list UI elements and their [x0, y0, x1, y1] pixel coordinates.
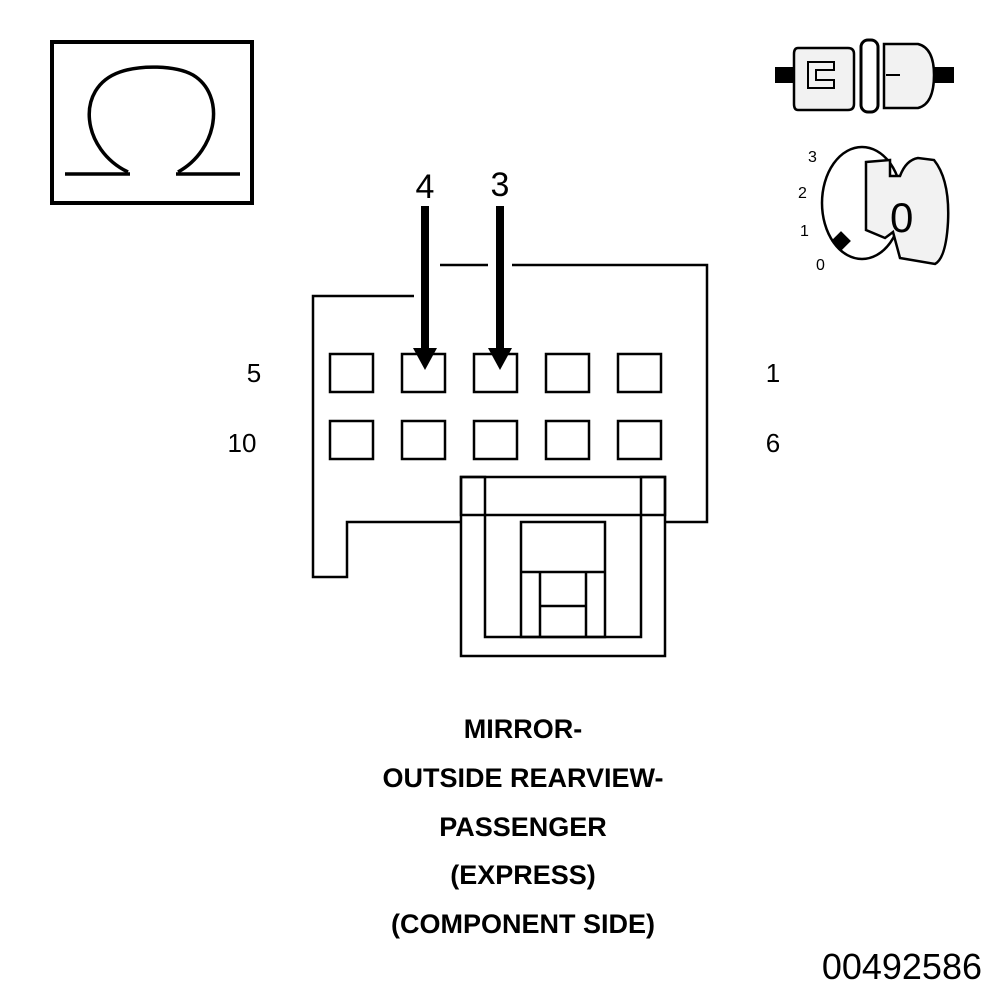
caption-line-4: (EXPRESS) [450, 860, 596, 890]
pin-9 [400, 419, 447, 461]
pin-8 [472, 419, 519, 461]
row-label-top-right: 1 [766, 358, 780, 388]
ignition-key-icon: 3 2 1 0 0 [798, 145, 950, 274]
pin-6 [616, 419, 663, 461]
caption-line-2: OUTSIDE REARVIEW- [382, 763, 664, 793]
row-label-top-left: 5 [247, 358, 261, 388]
caption-line-1: MIRROR- [463, 714, 583, 744]
figure-number: 00492586 [821, 946, 982, 987]
ignition-pos-2: 2 [798, 185, 807, 202]
ohm-icon [50, 40, 254, 205]
row-label-bottom-left: 10 [228, 428, 257, 458]
connector-latch [459, 475, 667, 658]
callout-label-3: 3 [491, 166, 510, 204]
ignition-pos-0: 0 [816, 257, 825, 274]
caption-line-3: PASSENGER [439, 812, 607, 842]
row-label-bottom-right: 6 [766, 428, 780, 458]
connector-face: 5 1 10 6 4 3 [228, 166, 780, 658]
callout-arrow-pin-4: 4 [413, 168, 437, 370]
disconnected-connector-icon [775, 38, 954, 114]
key-position-label: 0 [890, 194, 913, 241]
pin-7 [544, 419, 591, 461]
callout-label-4: 4 [416, 168, 435, 206]
callout-arrow-pin-3: 3 [488, 166, 512, 370]
pin-10 [328, 419, 375, 461]
pin-5 [328, 352, 375, 394]
caption-line-5: (COMPONENT SIDE) [390, 909, 655, 939]
ignition-pos-1: 1 [800, 223, 809, 240]
pin-2 [544, 352, 591, 394]
ignition-pos-3: 3 [808, 149, 817, 166]
pin-1 [616, 352, 663, 394]
